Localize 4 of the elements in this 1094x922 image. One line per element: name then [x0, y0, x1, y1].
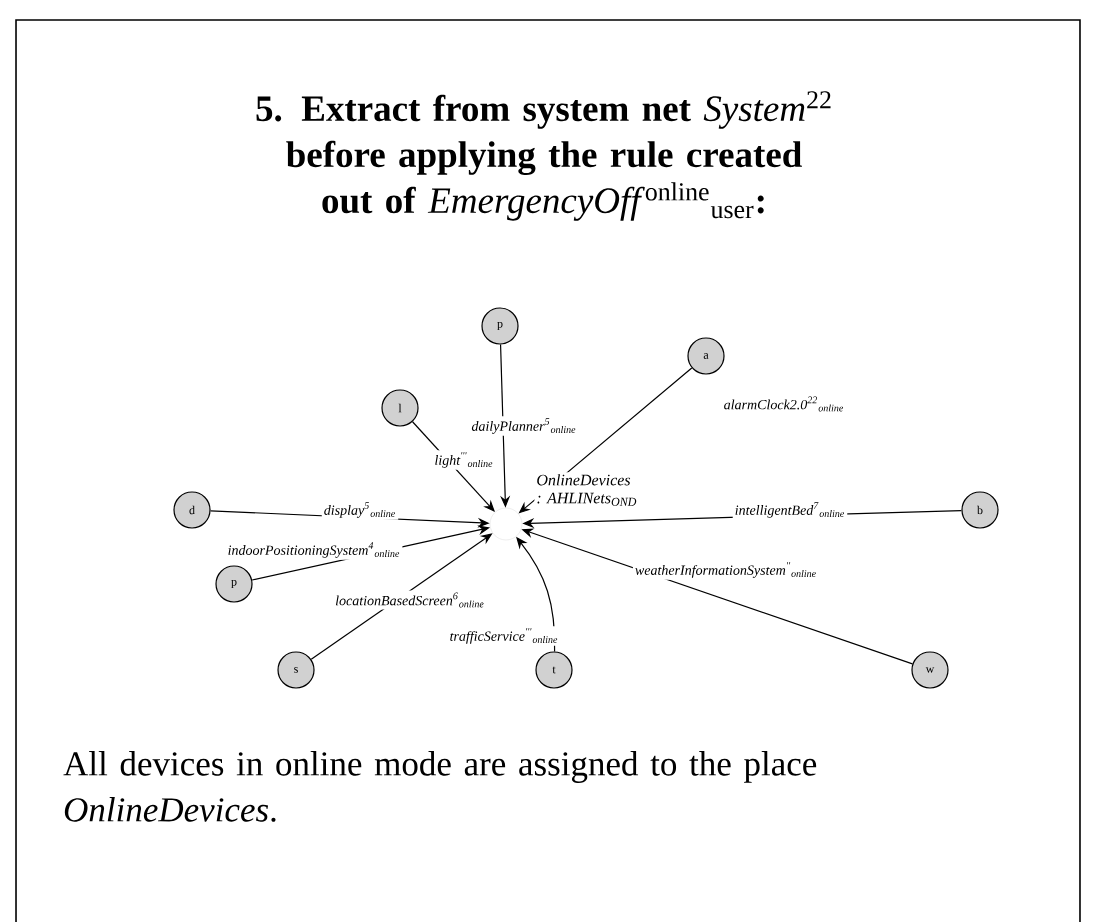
place-label: OnlineDevices : AHLINets$_{OND}$ — [534, 472, 640, 508]
title: 5. Extract from system net System$^{22}$ before applying the rule created out of EmergencyOff$^{online}$$_{user}$: — [256, 91, 831, 221]
place — [489, 507, 523, 541]
caption: All devices in online mode are assigned to the place OnlineDevices. — [63, 751, 817, 822]
